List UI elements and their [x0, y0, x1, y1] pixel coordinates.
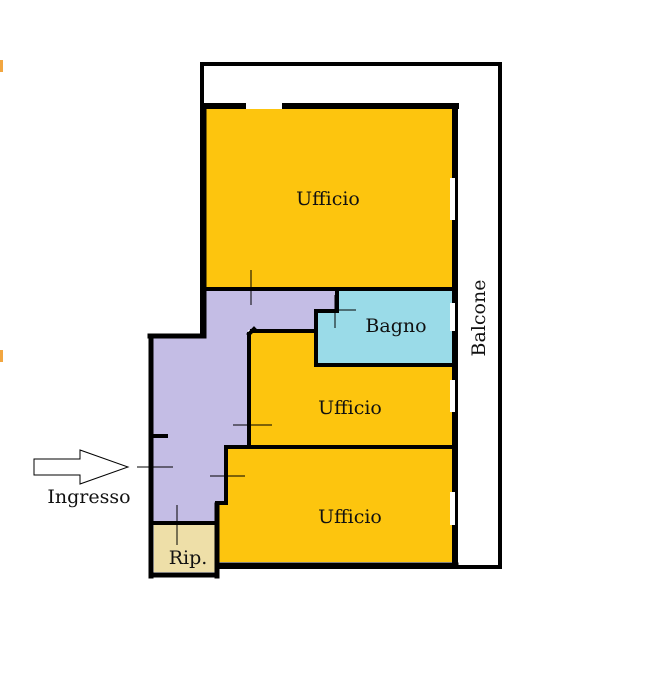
- office-bottom-room: [218, 449, 452, 562]
- storage-room: [154, 525, 215, 572]
- walls: [147, 103, 459, 579]
- windows: [246, 103, 455, 525]
- office-bottom-label: Ufficio: [318, 506, 382, 528]
- storage-label: Rip.: [169, 547, 208, 569]
- edge-mark: [0, 60, 3, 72]
- corridor-room: [150, 290, 337, 523]
- edge-mark: [0, 350, 3, 362]
- entrance-label: Ingresso: [47, 486, 130, 508]
- bathroom-room: [316, 290, 452, 364]
- door-marks: [137, 270, 356, 545]
- office-middle-room: [250, 333, 452, 446]
- office-top-room: [205, 108, 453, 288]
- entrance-arrow: [33, 449, 130, 485]
- office-top-label: Ufficio: [296, 188, 360, 210]
- office-middle-label: Ufficio: [318, 397, 382, 419]
- bathroom-label: Bagno: [365, 315, 426, 337]
- balcony-label: Balcone: [468, 280, 490, 357]
